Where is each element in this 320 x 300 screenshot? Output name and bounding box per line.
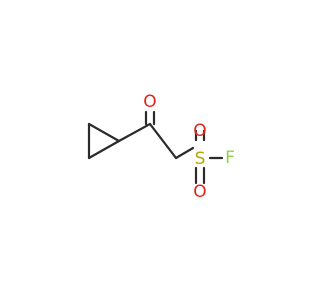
atom-sulfur: S <box>195 149 206 169</box>
sulfonyl-double-bond-top <box>194 129 206 142</box>
ring-bond-top <box>87 122 121 143</box>
cyclopropyl-ring <box>87 122 121 160</box>
atom-fluorine: F <box>225 148 235 168</box>
structure-drawing: O S O O F <box>87 92 235 202</box>
bond-ring-carbonyl <box>117 122 152 143</box>
atom-oxygen-sulfonyl-bottom: O <box>193 182 206 202</box>
atom-oxygen-ketone: O <box>143 92 156 112</box>
ring-bond-bottom <box>87 139 121 160</box>
sulfonyl-double-bond-bottom <box>194 166 206 185</box>
molecule-diagram: O S O O F <box>87 92 235 202</box>
atom-oxygen-sulfonyl-top: O <box>193 121 206 141</box>
carbonyl-double-bond <box>144 110 156 126</box>
bond-carbonyl-methylene <box>148 122 178 160</box>
bond-methylene-sulfur <box>174 146 195 160</box>
